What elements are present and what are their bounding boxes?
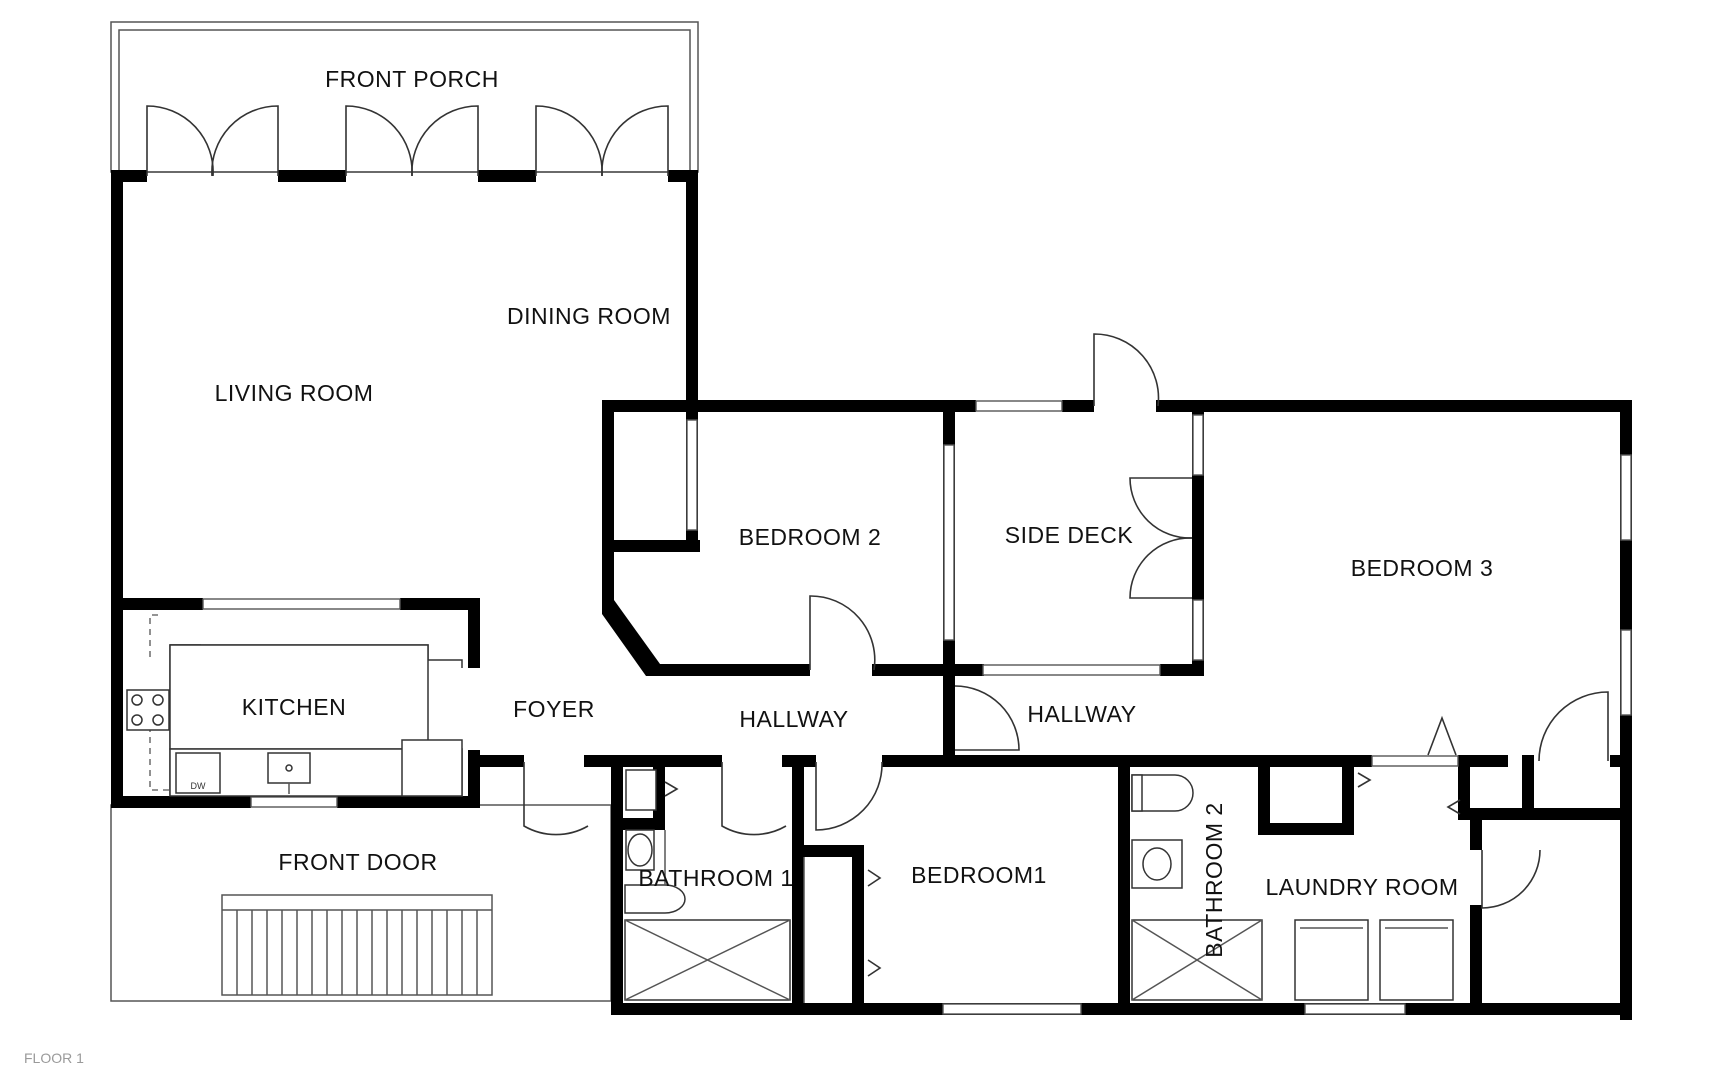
- dining-room-label: DINING ROOM: [507, 303, 671, 329]
- bathroom-2-toilet: [1131, 774, 1194, 812]
- side-deck-label: SIDE DECK: [1005, 522, 1134, 548]
- bathroom-1-fixtures: [624, 769, 791, 1001]
- washer: [1294, 919, 1369, 1001]
- dishwasher: [175, 752, 221, 794]
- bathroom-2-label: BATHROOM 2: [1201, 802, 1227, 957]
- windows: [202, 400, 1632, 1015]
- hallway-east-label: HALLWAY: [1027, 701, 1136, 727]
- dryer: [1379, 919, 1454, 1001]
- bathroom-1-label: BATHROOM 1: [638, 865, 793, 891]
- foyer-label: FOYER: [513, 696, 595, 722]
- bedroom-2-label: BEDROOM 2: [739, 524, 882, 550]
- room-labels: FRONT PORCH DINING ROOM LIVING ROOM BEDR…: [215, 66, 1494, 958]
- outdoor-outlines: [110, 21, 699, 1002]
- front-door-label: FRONT DOOR: [278, 849, 437, 875]
- laundry-fixtures: [1294, 919, 1454, 1001]
- kitchen-label: KITCHEN: [242, 694, 346, 720]
- bathroom-2-fixtures: [1131, 774, 1263, 1001]
- laundry-room-label: LAUNDRY ROOM: [1265, 874, 1458, 900]
- bedroom-1-label: BEDROOM1: [911, 862, 1047, 888]
- front-porch-label: FRONT PORCH: [325, 66, 499, 92]
- kitchen-fixtures: DW: [126, 614, 463, 797]
- hallway-west-label: HALLWAY: [739, 706, 848, 732]
- floor-label: FLOOR 1: [24, 1050, 84, 1066]
- pocket-door-markers: [664, 715, 1461, 977]
- dishwasher-label: DW: [191, 781, 206, 791]
- doors: [146, 105, 1609, 909]
- bathroom-1-sink: [627, 833, 653, 867]
- bathroom-1-toilet: [624, 884, 686, 914]
- toilet-tank: [625, 769, 657, 811]
- bedroom-3-label: BEDROOM 3: [1351, 555, 1494, 581]
- living-room-label: LIVING ROOM: [215, 380, 374, 406]
- step-lines: [222, 909, 492, 995]
